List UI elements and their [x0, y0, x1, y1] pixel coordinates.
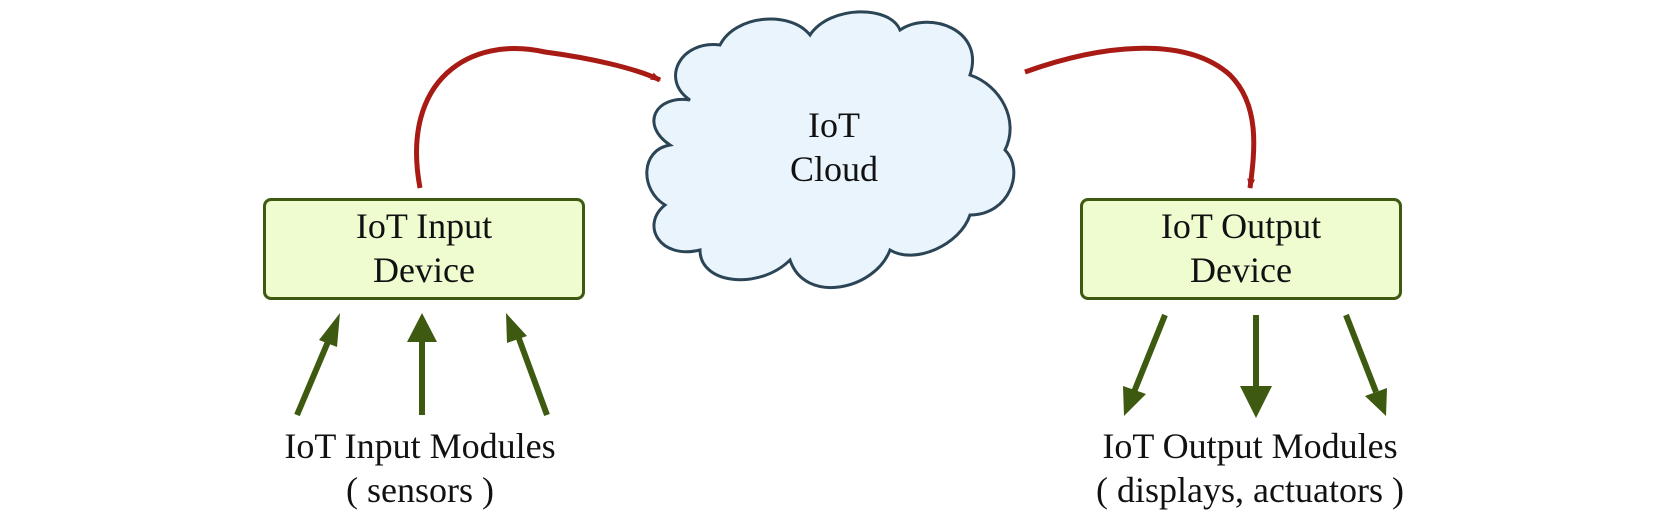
iot-input-device-label: IoT Input Device — [263, 204, 585, 292]
output-device-line1: IoT Output — [1160, 206, 1322, 246]
output-arrow-left-head — [1123, 386, 1146, 416]
cloud-label-line1: IoT — [808, 105, 860, 145]
iot-output-device-label: IoT Output Device — [1080, 204, 1402, 292]
output-arrow-right — [1343, 313, 1379, 394]
input-modules-line1: IoT Input Modules — [284, 426, 556, 466]
cloud-shape — [645, 10, 1016, 289]
iot-output-modules-label: IoT Output Modules ( displays, actuators… — [1060, 424, 1440, 512]
input-device-line1: IoT Input — [355, 206, 493, 246]
input-module-arrows — [294, 313, 550, 417]
input-arrow-left-head — [319, 313, 340, 347]
output-arrow-left — [1131, 313, 1168, 394]
output-modules-line1: IoT Output Modules — [1102, 426, 1398, 466]
output-device-line2: Device — [1190, 250, 1292, 290]
iot-output-device-box — [1080, 198, 1402, 300]
input-arrow-right — [515, 334, 550, 417]
output-module-arrows — [1123, 313, 1387, 418]
input-device-line2: Device — [373, 250, 475, 290]
input-arrow-center-head — [407, 313, 437, 342]
iot-input-device-box — [263, 198, 585, 300]
cloud-label-line2: Cloud — [789, 149, 878, 189]
input-modules-line2: ( sensors ) — [346, 470, 494, 510]
input-arrow-right-head — [506, 313, 527, 343]
input-arrow-left — [294, 335, 333, 417]
output-modules-line2: ( displays, actuators ) — [1096, 470, 1404, 510]
output-arrow-center-head — [1240, 386, 1272, 418]
iot-input-modules-label: IoT Input Modules ( sensors ) — [240, 424, 600, 512]
cloud-label: IoT Cloud — [774, 103, 894, 191]
arrow-input-to-cloud — [414, 46, 662, 189]
arrow-cloud-to-output — [1024, 45, 1257, 189]
output-arrow-right-head — [1365, 388, 1387, 416]
